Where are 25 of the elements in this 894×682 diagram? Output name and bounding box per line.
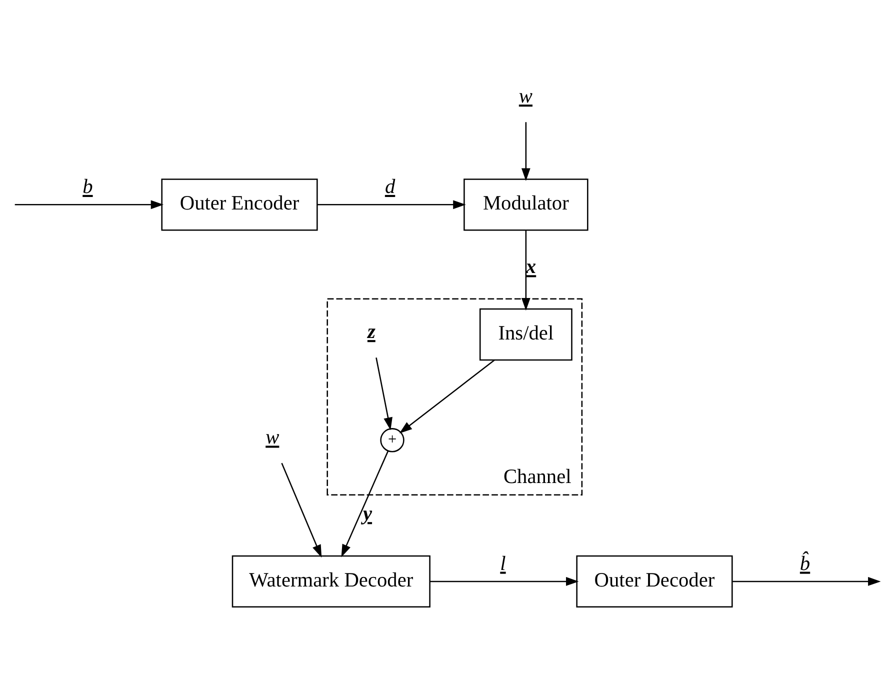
node-text: w [518, 85, 533, 108]
node-circle: + [380, 428, 404, 452]
arrow [430, 576, 579, 586]
edge-label: l [500, 552, 506, 574]
arrow [521, 122, 530, 180]
arrow [281, 462, 322, 558]
arrow [399, 359, 495, 433]
edge-label: x [526, 256, 536, 278]
edge-label: b [82, 175, 93, 198]
arrow [317, 200, 466, 209]
edge-label: b̂ [800, 552, 810, 574]
arrow [732, 576, 881, 586]
arrow [14, 200, 164, 209]
node-text: w [266, 426, 280, 448]
arrow [376, 357, 392, 430]
node-box: Ins/del [479, 308, 572, 360]
arrow [341, 450, 389, 557]
edge-label: y [362, 502, 372, 525]
node-box: Outer Decoder [576, 554, 733, 608]
node-box: Outer Encoder [161, 178, 318, 230]
node-text: z [367, 320, 376, 343]
edge-label: d [384, 175, 396, 198]
arrow [521, 230, 530, 310]
node-box: Watermark Decoder [232, 554, 430, 608]
node-box: Modulator [464, 178, 588, 230]
